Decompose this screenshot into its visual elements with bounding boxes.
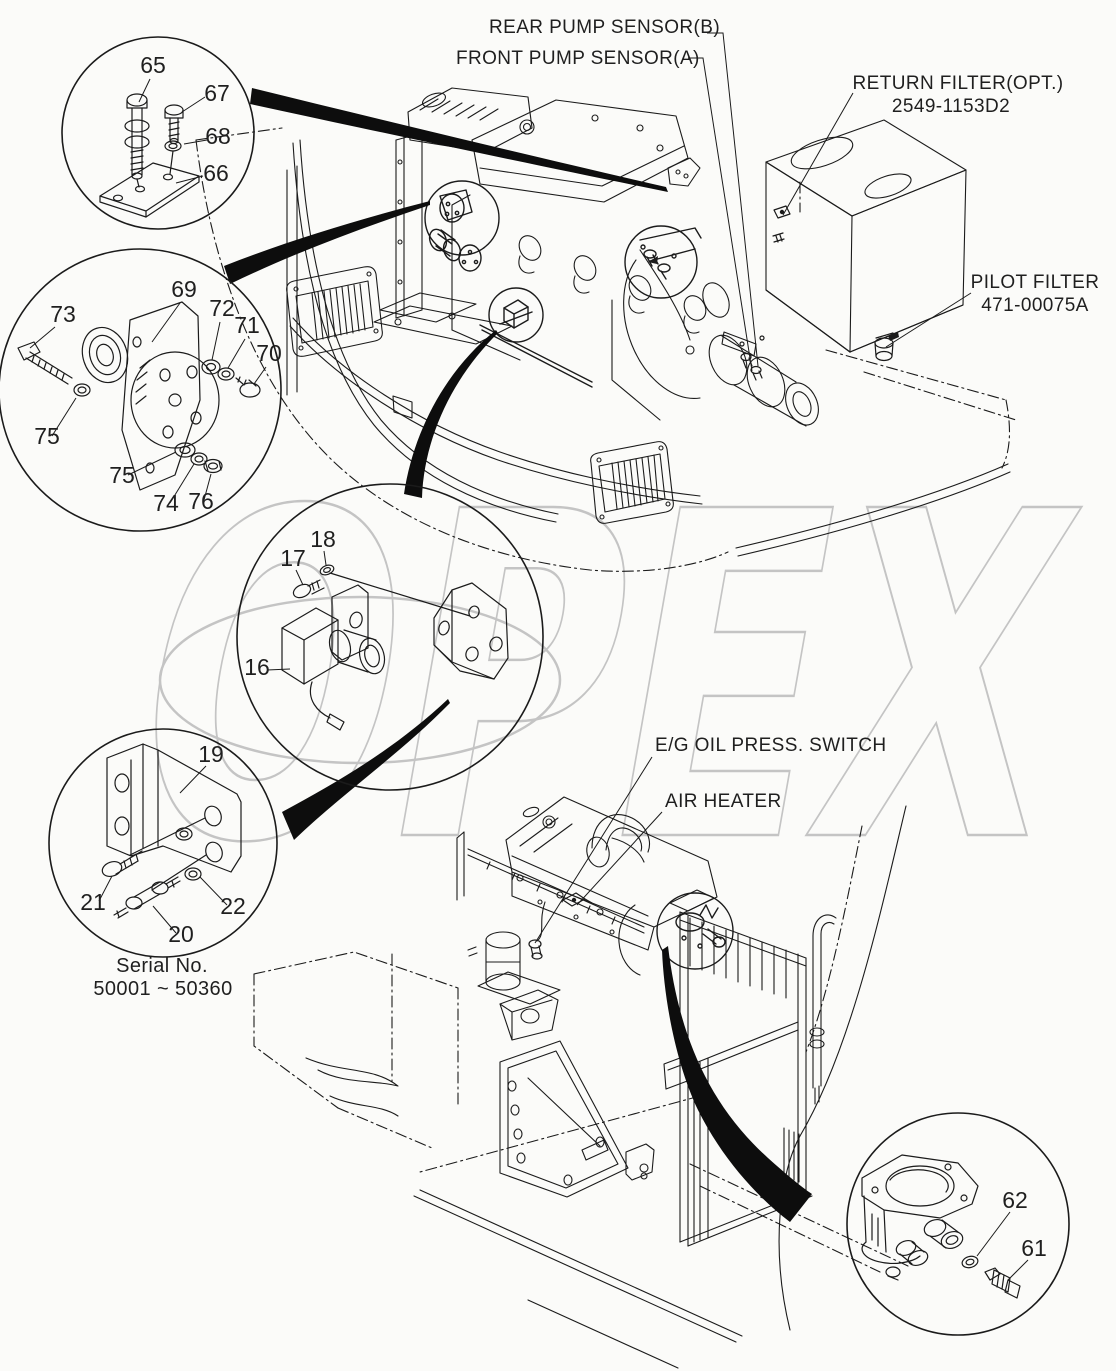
swoosh-to-alternator-location bbox=[224, 201, 430, 284]
part-number-76: 76 bbox=[188, 488, 214, 514]
swoosh-to-thermostat-location bbox=[662, 946, 812, 1222]
front-grille bbox=[286, 266, 383, 357]
part-number-22: 22 bbox=[220, 893, 246, 919]
part-number-18: 18 bbox=[310, 526, 336, 552]
hydraulic-tank bbox=[765, 119, 967, 353]
leader-pilot-filter bbox=[885, 292, 972, 348]
leader-oil-press-switch bbox=[534, 756, 653, 944]
callout-circle-alternator bbox=[0, 248, 282, 532]
label-pilot-filter-part-no: 471-00075A bbox=[981, 295, 1089, 316]
pilot-filter-part bbox=[874, 332, 899, 362]
part-number-68: 68 bbox=[205, 123, 231, 149]
label-rear-pump-sensor: REAR PUMP SENSOR(B) bbox=[489, 17, 720, 38]
pump-sensors bbox=[739, 335, 765, 381]
part-number-20: 20 bbox=[168, 921, 194, 947]
return-filter-fittings bbox=[772, 205, 791, 243]
locator-circle-thermostat bbox=[656, 892, 734, 970]
locator-circle-pump-sensor bbox=[624, 225, 702, 299]
swoosh-to-solenoid-location bbox=[404, 330, 498, 498]
locator-circle-solenoid bbox=[479, 287, 593, 388]
upper-deck-outline bbox=[195, 127, 1017, 572]
part-number-leaders bbox=[29, 78, 1029, 1281]
part-number-75b: 75 bbox=[109, 462, 135, 488]
part-number-74: 74 bbox=[153, 490, 179, 516]
part-number-73: 73 bbox=[50, 301, 76, 327]
junction-box bbox=[625, 1143, 655, 1181]
lower-engine bbox=[456, 796, 718, 951]
part-number-70: 70 bbox=[256, 340, 282, 366]
swoosh-to-sensor-bracket bbox=[250, 88, 668, 192]
part-number-61: 61 bbox=[1021, 1235, 1047, 1261]
label-eg-oil-press-switch: E/G OIL PRESS. SWITCH bbox=[655, 735, 887, 756]
watermark-text: OPEX bbox=[99, 417, 1106, 941]
detail-circles bbox=[0, 36, 1070, 1336]
oil-pressure-switch-part bbox=[528, 939, 543, 960]
leader-front-pump-sensor bbox=[688, 57, 753, 372]
watermark-orbit-ellipse bbox=[158, 595, 562, 765]
swoosh-to-bracket-location bbox=[282, 699, 450, 840]
cab-outline bbox=[253, 951, 459, 1149]
part-number-71: 71 bbox=[234, 312, 260, 338]
detail-sensor-bracket-parts bbox=[99, 93, 200, 218]
hose-squiggles bbox=[305, 1057, 399, 1117]
callout-circle-sensor-bracket bbox=[61, 36, 255, 230]
locator-circle-alternator bbox=[424, 180, 500, 272]
part-number-16: 16 bbox=[244, 654, 270, 680]
detail-parts bbox=[17, 93, 1021, 1299]
part-number-62: 62 bbox=[1002, 1187, 1028, 1213]
starter-cluster bbox=[499, 989, 559, 1041]
leader-air-heater bbox=[576, 811, 663, 906]
label-pilot-filter: PILOT FILTER bbox=[971, 272, 1100, 293]
callout-circle-thermostat bbox=[846, 1112, 1070, 1336]
leader-return-filter bbox=[782, 92, 854, 216]
watermark: OPEX bbox=[98, 416, 1108, 942]
detail-thermostat-parts bbox=[861, 1154, 1021, 1299]
pointer-swooshes bbox=[224, 88, 812, 1222]
part-number-65: 65 bbox=[140, 52, 166, 78]
callout-circle-bracket bbox=[48, 728, 278, 958]
part-number-66: 66 bbox=[203, 160, 229, 186]
label-return-filter-part-no: 2549-1153D2 bbox=[892, 96, 1010, 117]
part-number-17: 17 bbox=[280, 545, 306, 571]
part-number-69: 69 bbox=[171, 276, 197, 302]
side-grille bbox=[590, 441, 674, 524]
label-return-filter: RETURN FILTER(OPT.) bbox=[853, 73, 1064, 94]
hydraulic-pump bbox=[685, 282, 819, 427]
base-rails bbox=[413, 1095, 909, 1369]
detail-solenoid-parts bbox=[281, 564, 509, 731]
part-number-67: 67 bbox=[204, 80, 230, 106]
upper-machine-drawing bbox=[195, 87, 1017, 572]
filter-canister bbox=[467, 931, 561, 1005]
label-air-heater: AIR HEATER bbox=[665, 791, 782, 812]
part-number-72: 72 bbox=[209, 295, 235, 321]
part-number-21: 21 bbox=[80, 889, 106, 915]
label-front-pump-sensor: FRONT PUMP SENSOR(A) bbox=[456, 48, 700, 69]
air-heater-part bbox=[562, 892, 593, 907]
label-serial-caption: Serial No. bbox=[116, 955, 208, 977]
rear-body-outline bbox=[778, 805, 907, 1331]
callout-circle-solenoid bbox=[236, 483, 544, 791]
mounting-stand bbox=[373, 132, 513, 345]
leader-lines bbox=[29, 32, 1029, 1281]
leader-rear-pump-sensor bbox=[707, 32, 759, 367]
detail-alternator-parts bbox=[17, 301, 261, 491]
access-door bbox=[499, 1040, 629, 1198]
label-serial-range: 50001 ~ 50360 bbox=[93, 978, 232, 1000]
part-number-19: 19 bbox=[198, 741, 224, 767]
part-number-75a: 75 bbox=[34, 423, 60, 449]
text-layer: REAR PUMP SENSOR(B) FRONT PUMP SENSOR(A)… bbox=[34, 17, 1099, 1261]
detail-bracket-parts bbox=[101, 743, 242, 919]
